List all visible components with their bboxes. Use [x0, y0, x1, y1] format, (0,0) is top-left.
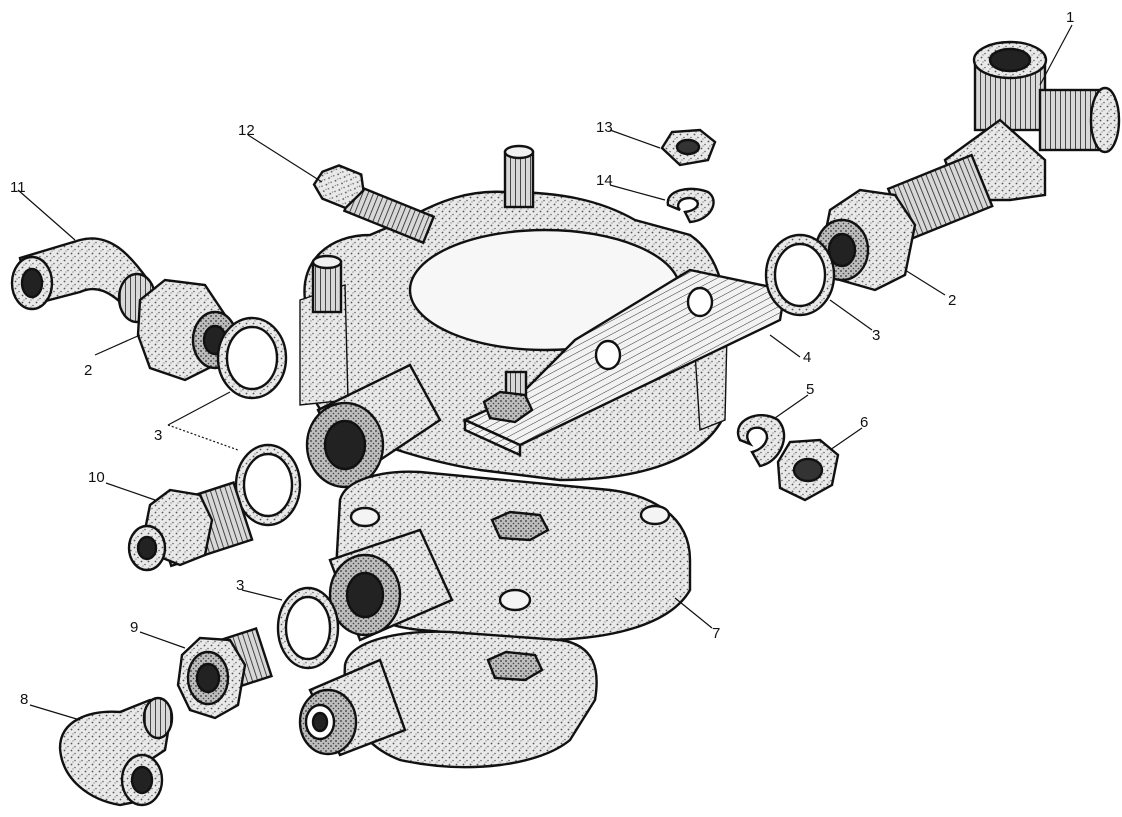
callout-6: 6 [860, 414, 868, 431]
callout-2-left: 2 [84, 362, 92, 379]
callout-3-left-upper: 3 [154, 427, 162, 444]
bracket-stud [482, 370, 534, 424]
leader-lines [17, 24, 1073, 721]
callout-1: 1 [1066, 9, 1074, 26]
left-elbow-lower [58, 696, 174, 807]
nipple-fitting [127, 481, 254, 572]
left-gasket-middle [234, 443, 302, 527]
callout-3-right: 3 [872, 327, 880, 344]
upper-left-port [305, 363, 442, 489]
callout-10: 10 [88, 469, 105, 486]
callout-14: 14 [596, 172, 613, 189]
callout-4: 4 [803, 349, 811, 366]
mounting-bracket [462, 268, 787, 457]
callout-13: 13 [596, 119, 613, 136]
top-lock-washer [666, 187, 715, 224]
left-gasket-upper [216, 316, 288, 400]
left-elbow-upper [10, 237, 157, 324]
right-gasket [764, 233, 836, 317]
callout-3-left-lower: 3 [236, 577, 244, 594]
callout-11: 11 [10, 179, 26, 196]
top-stud-left [311, 254, 343, 314]
callout-2-right: 2 [948, 292, 956, 309]
left-gasket-lower [276, 586, 340, 670]
right-lock-washer [736, 414, 786, 468]
right-nut [776, 438, 840, 502]
callout-8: 8 [20, 691, 28, 708]
callout-5: 5 [806, 381, 814, 398]
top-stud-center [503, 144, 535, 209]
callout-7: 7 [712, 625, 720, 642]
tee-fitting [886, 40, 1121, 242]
reducer-fitting [176, 626, 274, 720]
callout-9: 9 [130, 619, 138, 636]
top-nut [660, 128, 717, 167]
left-union-nut [136, 278, 239, 382]
bolt [312, 164, 436, 245]
middle-left-port [328, 528, 454, 642]
lower-outlet-nipple [298, 658, 407, 757]
callout-labels: 1 2 2 3 3 3 3 4 5 6 7 8 9 10 11 12 13 14 [10, 9, 1074, 708]
callout-12: 12 [238, 122, 255, 139]
